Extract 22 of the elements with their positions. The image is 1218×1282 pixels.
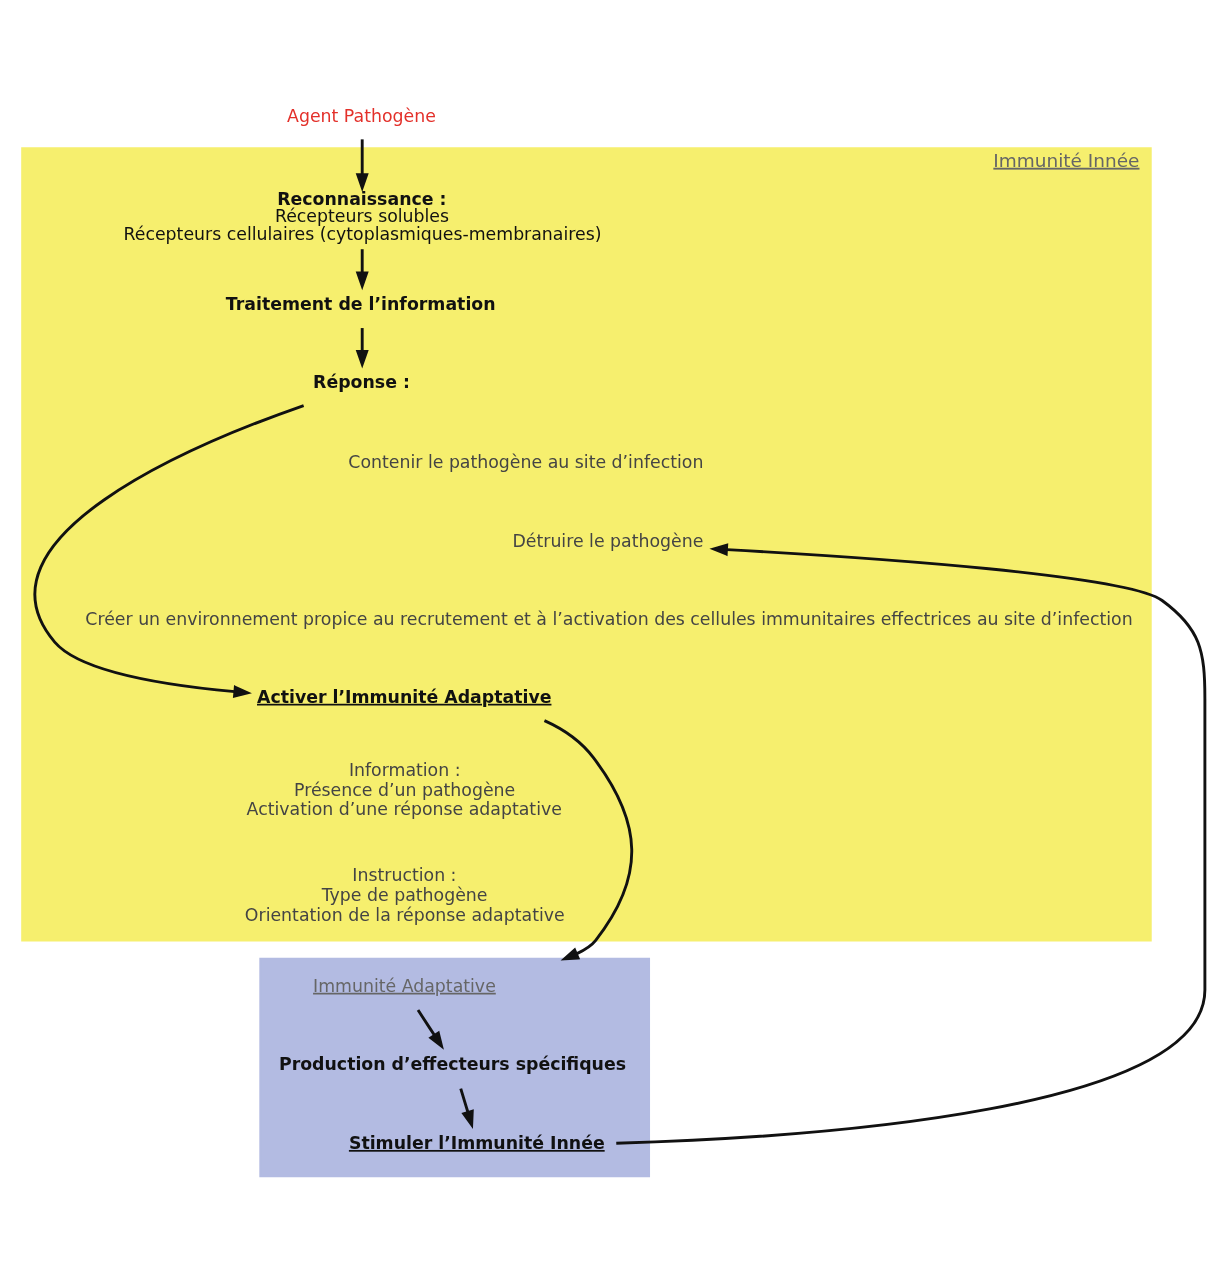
node-text: Créer un environnement propice au recrutement et à l’activation des cellules immunitaires effectrices au site d’infection <box>85 608 1133 629</box>
arrow <box>355 138 369 192</box>
node-text: Reconnaissance : Récepteurs solubles Récepteurs cellulaires (cytoplasmiques-membranaires) <box>123 188 602 244</box>
node-text: Contenir le pathogène au site d’infection <box>348 451 704 472</box>
node-text: Production d’effecteurs spécifiques <box>278 1053 627 1074</box>
node-text: Information : Présence d’un pathogène Activation d’une réponse adaptative <box>246 759 562 819</box>
arrow <box>616 542 1207 1145</box>
node-text: Traitement de l’information <box>225 293 496 314</box>
node-text: Immunité Adaptative <box>313 975 496 996</box>
arrow <box>33 403 305 698</box>
arrow <box>459 1087 474 1129</box>
node-text: Réponse : <box>313 371 410 392</box>
arrow <box>416 1008 444 1050</box>
node-text: Détruire le pathogène <box>512 530 704 551</box>
node-text: Stimuler l’Immunité Innée <box>348 1132 605 1153</box>
node-text: Activer l’Immunité Adaptative <box>257 686 552 707</box>
node-text: Agent Pathogène <box>287 105 436 126</box>
arrow <box>355 327 369 368</box>
cluster <box>259 957 651 1177</box>
arrow <box>543 718 634 960</box>
arrow <box>355 248 369 290</box>
node-text: Instruction : Type de pathogène Orientation de la réponse adaptative <box>244 864 565 925</box>
